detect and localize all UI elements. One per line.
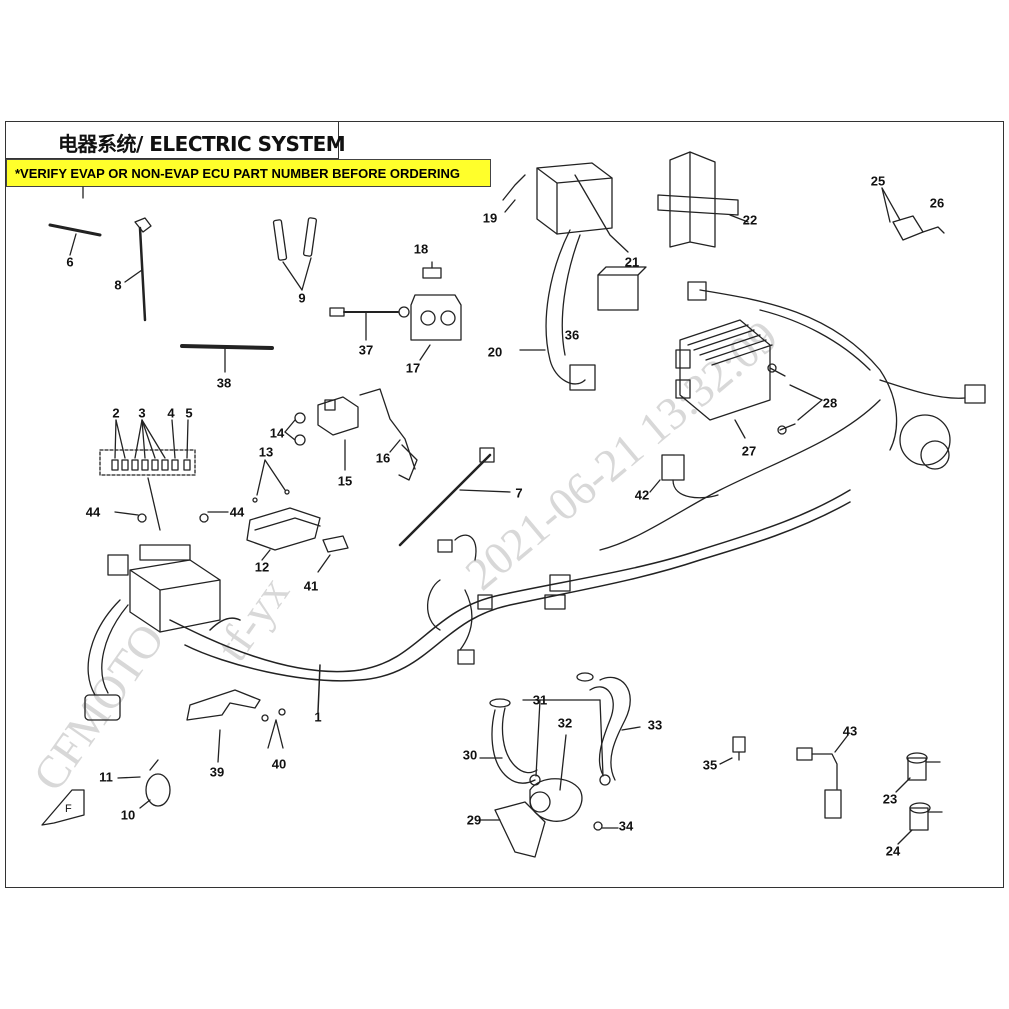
ordering-note: *VERIFY EVAP OR NON-EVAP ECU PART NUMBER… [6, 159, 491, 187]
part-39-40-bracket [186, 689, 286, 763]
callout-41: 41 [303, 578, 319, 594]
callout-42: 42 [634, 487, 650, 503]
callout-27: 27 [741, 443, 757, 459]
front-arrow-icon: F [41, 789, 85, 826]
callout-17: 17 [405, 360, 421, 376]
part-17-18-starter-relay [410, 261, 462, 361]
part-21-lead [574, 174, 629, 253]
callout-10: 10 [120, 807, 136, 823]
callout-11: 11 [99, 769, 113, 785]
diagram-title: 电器系统/ ELECTRIC SYSTEM [58, 132, 346, 156]
callout-26: 26 [929, 195, 945, 211]
callout-25: 25 [870, 173, 886, 189]
callout-15: 15 [337, 473, 353, 489]
callout-31: 31 [532, 692, 548, 708]
part-41-connector [317, 535, 349, 573]
callout-20: 20 [487, 344, 503, 360]
callout-4: 4 [167, 405, 175, 421]
callout-29: 29 [466, 812, 482, 828]
callout-23: 23 [882, 791, 898, 807]
callout-40: 40 [271, 756, 287, 772]
part-28-bolts [767, 363, 823, 435]
callout-21: 21 [624, 254, 640, 270]
part-12-13-ecu [246, 459, 321, 561]
part-6-cable-tie [48, 223, 102, 256]
callout-7: 7 [515, 485, 523, 501]
callout-35: 35 [702, 757, 718, 773]
callout-18: 18 [413, 241, 429, 257]
callout-14: 14 [269, 425, 285, 441]
svg-text:F: F [65, 803, 72, 815]
part-right-harness [599, 281, 986, 551]
part-harness-branches [427, 534, 571, 665]
part-22-bracket [657, 151, 749, 248]
callout-37: 37 [358, 342, 374, 358]
part-29-34-evap-valve [479, 672, 641, 858]
part-fuse-box [84, 511, 229, 721]
callout-9: 9 [298, 290, 306, 306]
part-9-straps [272, 217, 317, 291]
part-14-15-16-sensors [284, 388, 418, 481]
part-2-5-fuses [99, 419, 196, 531]
callout-39: 39 [209, 764, 225, 780]
callout-44-right: 44 [229, 504, 245, 520]
part-1-main-harness [169, 489, 851, 713]
part-19-battery [502, 162, 613, 235]
callout-6: 6 [66, 254, 74, 270]
part-38-rod [180, 344, 274, 373]
part-23-24-switches [895, 752, 943, 845]
part-20-36-cable-box [519, 229, 647, 391]
callout-30: 30 [462, 747, 478, 763]
part-10-11-horn [117, 759, 171, 809]
part-43-sensor [796, 734, 849, 819]
part-7-long-tie [398, 447, 511, 547]
callout-24: 24 [885, 843, 901, 859]
callout-28: 28 [822, 395, 838, 411]
title-box [5, 121, 339, 159]
callout-3: 3 [138, 405, 146, 421]
callout-2: 2 [112, 405, 120, 421]
callout-44-left: 44 [85, 504, 101, 520]
callout-33: 33 [647, 717, 663, 733]
part-25-26-sensor [881, 187, 945, 241]
callout-5: 5 [185, 405, 193, 421]
callout-36: 36 [564, 327, 580, 343]
callout-12: 12 [254, 559, 270, 575]
callout-38: 38 [216, 375, 232, 391]
part-37-ground-lead [329, 306, 410, 341]
part-35-sensor [719, 736, 746, 765]
callout-34: 34 [618, 818, 634, 834]
diagram-frame [5, 121, 1004, 888]
callout-8: 8 [114, 277, 122, 293]
callout-43: 43 [842, 723, 858, 739]
callout-22: 22 [742, 212, 758, 228]
callout-1: 1 [314, 709, 322, 725]
part-8-tie-clip [124, 217, 152, 322]
callout-19: 19 [482, 210, 498, 226]
part-27-regulator [675, 319, 773, 439]
part-42-connector [649, 454, 719, 499]
callout-32: 32 [557, 715, 573, 731]
callout-16: 16 [375, 450, 391, 466]
callout-13: 13 [258, 444, 274, 460]
